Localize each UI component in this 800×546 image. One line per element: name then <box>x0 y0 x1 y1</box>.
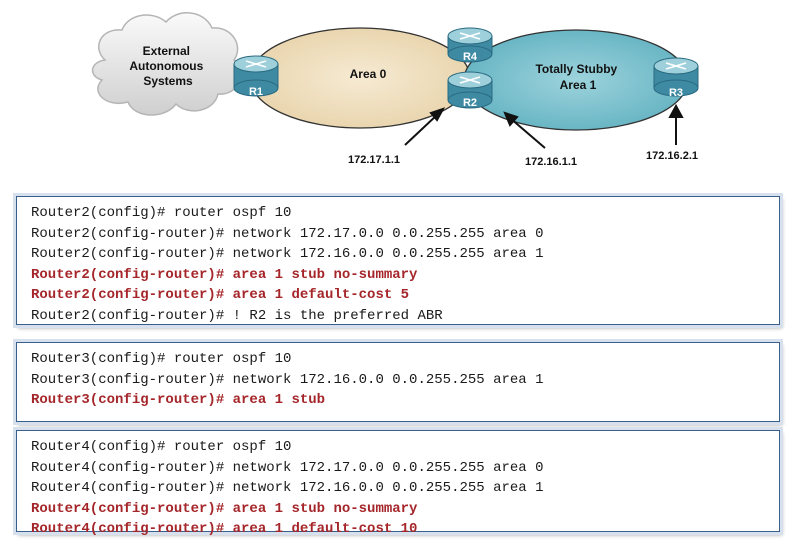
router-r2 <box>447 71 493 109</box>
router-label-r1: R1 <box>249 86 263 98</box>
arrow-to-r2-area1 <box>503 111 546 149</box>
config-line: Router2(config-router)# network 172.16.0… <box>31 246 544 262</box>
config-line: Router4(config-router)# network 172.16.0… <box>31 480 544 496</box>
config-line: Router2(config)# router ospf 10 <box>31 205 292 221</box>
config-line: Router3(config-router)# area 1 stub <box>31 392 326 408</box>
router3-config-panel: Router3(config)# router ospf 10 Router3(… <box>16 342 780 422</box>
config-line: Router2(config-router)# network 172.17.0… <box>31 225 544 242</box>
stub-area-label-line: Area 1 <box>560 78 597 92</box>
address-label: 172.16.1.1 <box>525 156 577 168</box>
cloud-label-line: External <box>143 44 190 58</box>
config-line: Router4(config-router)# network 172.17.0… <box>31 459 544 476</box>
router-label-r4: R4 <box>463 51 478 63</box>
router-r4 <box>447 27 493 63</box>
router2-config-panel: Router2(config)# router ospf 10 Router2(… <box>16 196 780 325</box>
arrow-to-r3 <box>668 103 684 145</box>
arrow-to-r2-area0 <box>404 107 446 146</box>
area0-label: Area 0 <box>350 67 387 81</box>
cloud-label-line: Autonomous <box>129 59 203 73</box>
config-line: Router2(config-router)# ! R2 is the pref… <box>31 307 443 324</box>
stub-area-label-line: Totally Stubby <box>535 62 617 76</box>
address-label: 172.16.2.1 <box>646 150 698 162</box>
config-line: Router3(config)# router ospf 10 <box>31 351 292 367</box>
router-r3 <box>653 57 699 97</box>
address-label: 172.17.1.1 <box>348 154 400 166</box>
ospf-topology-diagram: External Autonomous Systems Area 0 Total… <box>91 12 699 168</box>
router-label-r2: R2 <box>463 97 477 109</box>
cloud-label-line: Systems <box>143 74 193 88</box>
stub-area-label: Totally Stubby Area 1 <box>535 62 620 92</box>
router-r1 <box>233 55 279 97</box>
config-line: Router2(config-router)# area 1 stub no-s… <box>31 266 418 283</box>
config-line: Router3(config-router)# network 172.16.0… <box>31 371 544 388</box>
router4-config-panel: Router4(config)# router ospf 10 Router4(… <box>16 430 780 537</box>
config-line: Router4(config-router)# area 1 default-c… <box>31 521 418 537</box>
config-line: Router2(config-router)# area 1 default-c… <box>31 287 410 303</box>
router-label-r3: R3 <box>669 87 683 99</box>
config-line: Router4(config)# router ospf 10 <box>31 439 292 455</box>
cloud-label: External Autonomous Systems <box>129 44 206 88</box>
config-line: Router4(config-router)# area 1 stub no-s… <box>31 500 418 517</box>
